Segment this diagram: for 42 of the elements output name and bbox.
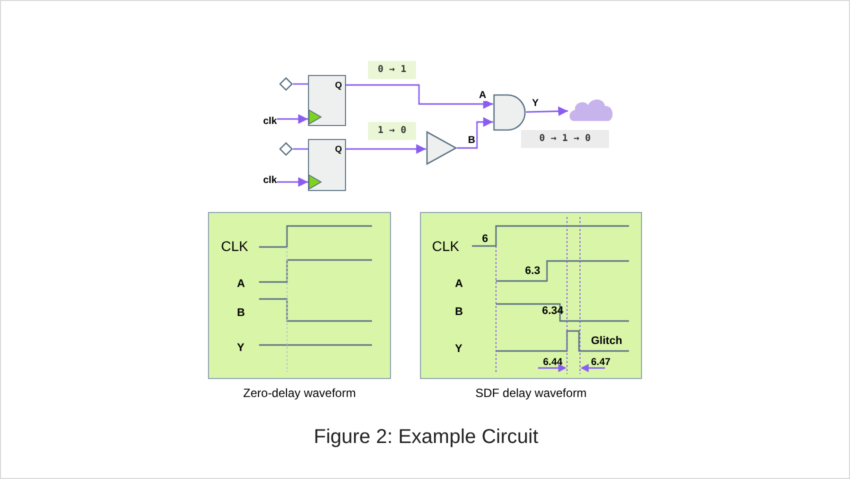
panel-caption: Zero-delay waveform [242, 387, 357, 399]
clock-signal-label: clk [247, 115, 277, 129]
panel-caption: SDF delay waveform [474, 387, 588, 399]
connector-wire [293, 148, 308, 150]
input-pin-diamond [279, 142, 293, 156]
time-label: 6.34 [542, 306, 564, 317]
connector-wire [526, 106, 568, 116]
transition-label: 0 → 1 [368, 61, 416, 79]
signal-name: CLK [432, 239, 460, 253]
signal-name: Y [455, 344, 462, 355]
connector-wire [277, 177, 308, 187]
connector-wire [346, 144, 426, 154]
signal-name: A [455, 279, 463, 290]
buffer-symbol [426, 131, 457, 165]
output-pin-label: Q [334, 145, 342, 154]
signal-name: A [237, 279, 245, 290]
transition-label: 1 → 0 [368, 122, 416, 140]
signal-name: 6.44 [543, 358, 562, 368]
edge-label: A [478, 91, 488, 101]
connector-wire [277, 114, 308, 124]
flip-flop-box [308, 75, 346, 126]
glitch-label: Glitch [591, 336, 622, 347]
connector-wire [457, 117, 493, 149]
edge-label: Y [531, 99, 540, 109]
and-gate-symbol [493, 94, 526, 131]
flip-flop-box [308, 139, 346, 191]
signal-name: CLK [221, 239, 248, 253]
time-label: 6 [482, 234, 488, 245]
input-pin-diamond [279, 77, 293, 91]
clock-signal-label: clk [247, 174, 277, 188]
time-label: 6.3 [525, 266, 540, 277]
connector-wire [346, 84, 493, 109]
signal-name: B [237, 308, 245, 319]
connector-wire [293, 83, 308, 85]
signal-name: Y [237, 343, 244, 354]
output-pin-label: Q [334, 81, 342, 90]
edge-label: B [467, 136, 476, 146]
signal-name: B [455, 307, 463, 318]
transition-label: 0 → 1 → 0 [521, 130, 609, 148]
figure-caption: Figure 2: Example Circuit [312, 427, 540, 447]
cloud-shape [568, 97, 614, 124]
time-label: 6.47 [591, 358, 610, 368]
